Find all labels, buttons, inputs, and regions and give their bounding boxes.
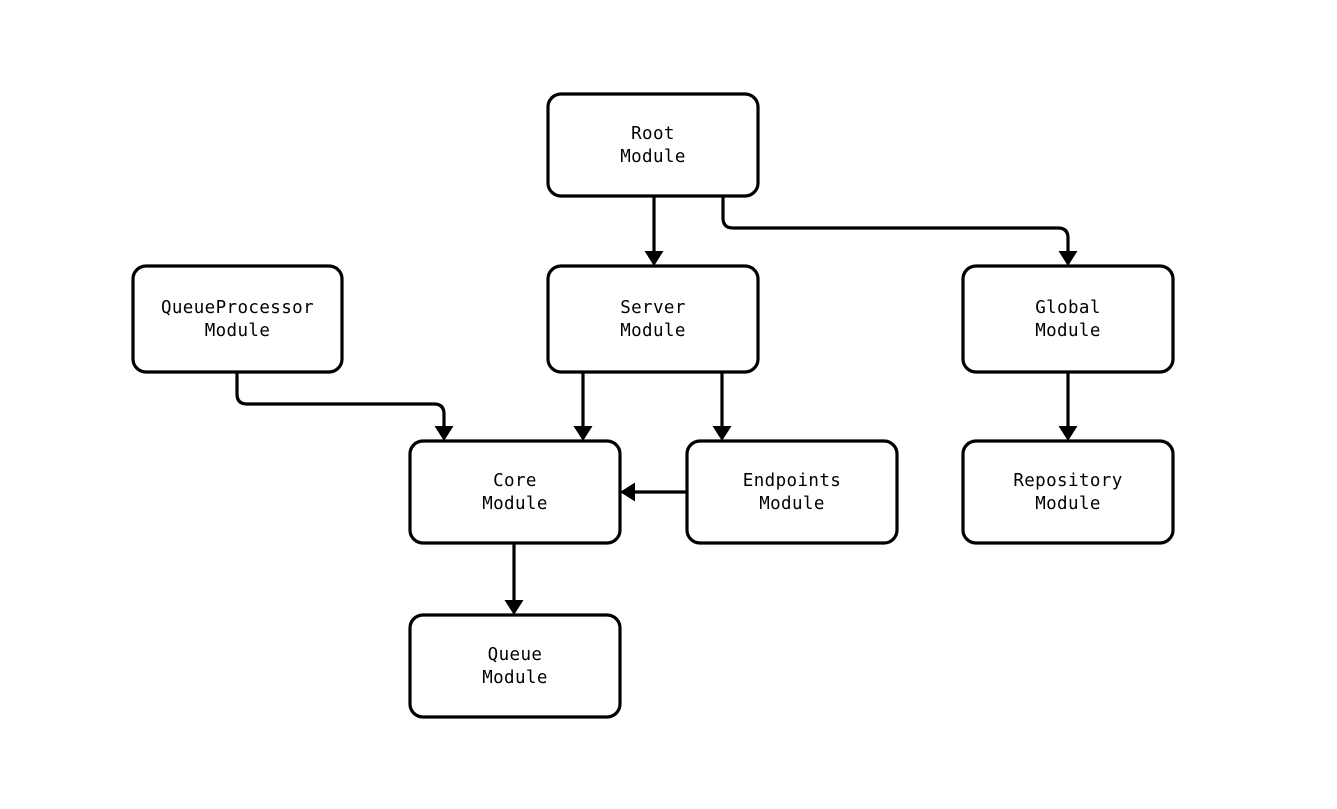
edges-layer bbox=[235, 196, 1070, 602]
node-repository-label-line1: Repository bbox=[1013, 471, 1122, 491]
node-endpoints-label-line2: Module bbox=[759, 494, 825, 514]
node-root-label-line2: Module bbox=[620, 147, 686, 167]
arrow-endpoints-core-icon bbox=[620, 482, 635, 502]
node-queue-label-line1: Queue bbox=[488, 645, 543, 665]
node-queue-label-line2: Module bbox=[482, 668, 548, 688]
arrow-core-queue-icon bbox=[504, 600, 524, 615]
arrow-server-endpoints-icon bbox=[712, 426, 732, 441]
arrow-root-global-icon bbox=[1058, 251, 1078, 266]
node-queue-box bbox=[408, 613, 622, 719]
node-server-label-line2: Module bbox=[620, 321, 686, 341]
node-global-label-line2: Module bbox=[1035, 321, 1101, 341]
node-queueprocessor-label-line1: QueueProcessor bbox=[161, 298, 314, 318]
node-core-label-line1: Core bbox=[493, 471, 537, 491]
node-core-label-line2: Module bbox=[482, 494, 548, 514]
arrow-server-core-icon bbox=[573, 426, 593, 441]
node-queueprocessor-label-line2: Module bbox=[205, 321, 271, 341]
node-queueprocessor-box bbox=[131, 264, 344, 374]
node-server-label-line1: Server bbox=[620, 298, 686, 318]
node-global-box bbox=[961, 264, 1175, 374]
node-repository-box bbox=[961, 439, 1175, 545]
node-repository-label-line2: Module bbox=[1035, 494, 1101, 514]
node-core-box bbox=[408, 439, 622, 545]
node-root-label-line1: Root bbox=[631, 124, 675, 144]
arrow-queueprocessor-core-icon bbox=[434, 426, 454, 441]
arrowheads-layer bbox=[434, 251, 1078, 615]
node-endpoints-box bbox=[685, 439, 899, 545]
arrow-global-repository-icon bbox=[1058, 426, 1078, 441]
node-endpoints-label-line1: Endpoints bbox=[743, 471, 841, 491]
edge-root-to-global bbox=[721, 196, 1070, 252]
edge-queueprocessor-to-core bbox=[235, 372, 446, 428]
node-global-label-line1: Global bbox=[1035, 298, 1101, 318]
node-server-box bbox=[546, 264, 760, 374]
arrow-root-server-icon bbox=[644, 251, 664, 266]
node-root-box bbox=[546, 92, 760, 198]
nodes-layer: RootModuleQueueProcessorModuleServerModu… bbox=[131, 92, 1175, 719]
